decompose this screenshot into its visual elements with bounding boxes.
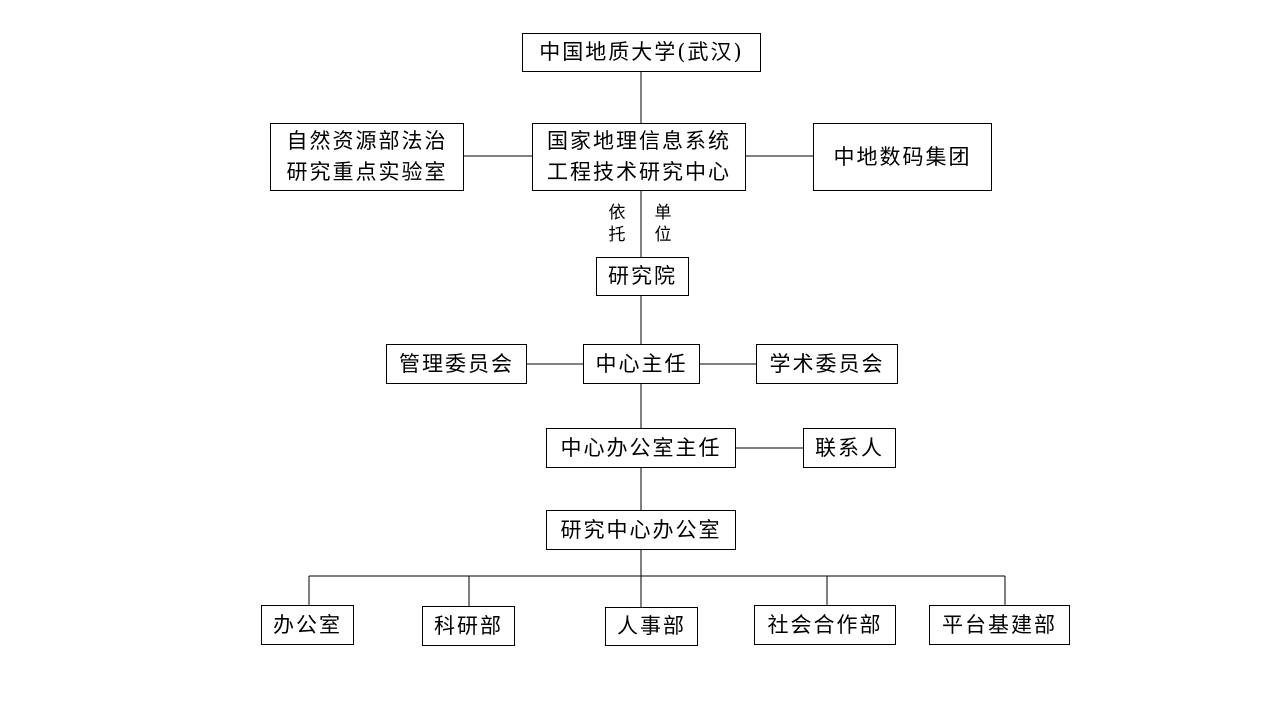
support-label-right: 单 位 [654,203,672,245]
department-box-office: 办公室 [261,605,354,645]
department-box-social-cooperation: 社会合作部 [754,605,896,645]
contact-person-box: 联系人 [803,428,896,468]
support-label-left: 依 托 [608,203,626,245]
right-group-box: 中地数码集团 [813,123,992,191]
left-lab-box: 自然资源部法治 研究重点实验室 [270,123,464,191]
research-center-office-box: 研究中心办公室 [546,510,736,550]
academic-committee-box: 学术委员会 [756,344,898,384]
center-box: 国家地理信息系统 工程技术研究中心 [532,123,746,191]
center-director-box: 中心主任 [583,344,700,384]
department-box-platform-construction: 平台基建部 [929,605,1070,645]
department-box-research: 科研部 [422,606,515,646]
department-box-hr: 人事部 [605,607,698,646]
office-director-box: 中心办公室主任 [546,428,736,468]
university-box: 中国地质大学(武汉) [522,33,761,72]
management-committee-box: 管理委员会 [386,344,527,384]
institute-box: 研究院 [596,257,689,296]
